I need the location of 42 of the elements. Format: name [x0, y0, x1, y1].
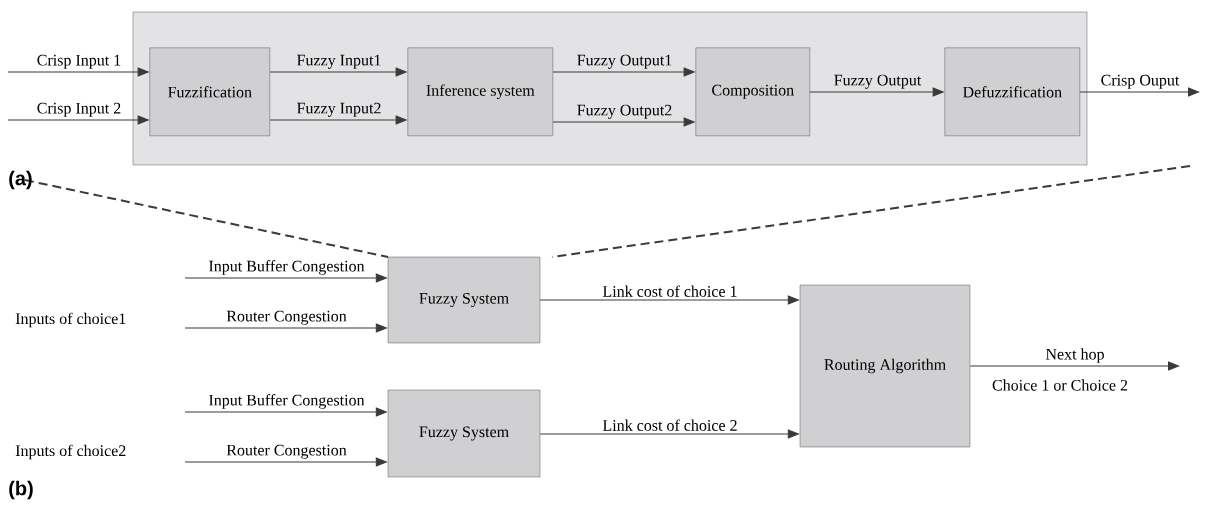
arrow: [269, 115, 407, 125]
note-text: Inputs of choice1: [15, 312, 126, 328]
arrow: [7, 67, 149, 77]
arrow: [7, 115, 149, 125]
process-box: Routing Algorithm: [799, 284, 971, 448]
arrow: [269, 67, 407, 77]
process-box: Fuzzy System: [387, 389, 541, 478]
edge-label: Router Congestion: [226, 310, 347, 325]
edge-label: Fuzzy Output1: [577, 54, 672, 69]
arrow: [969, 361, 1180, 371]
note-text: Inputs of choice2: [15, 444, 126, 460]
arrow: [184, 457, 387, 467]
arrow: [184, 273, 387, 283]
edge-label: Fuzzy Output2: [577, 104, 672, 119]
edge-label: Fuzzy Output: [834, 74, 922, 89]
arrow: [539, 429, 799, 439]
arrow: [184, 407, 387, 417]
edge-label: Crisp Input 1: [37, 54, 121, 69]
panel-label: (b): [9, 480, 33, 500]
edge-label: Next hop: [1045, 348, 1104, 363]
edge-label: Crisp Ouput: [1101, 74, 1180, 89]
process-box: Fuzzy System: [387, 256, 541, 344]
edge-label: Router Congestion: [226, 444, 347, 459]
edge-label: Crisp Input 2: [37, 102, 121, 117]
arrow: [1079, 87, 1200, 97]
edge-label: Link cost of choice 2: [602, 419, 737, 431]
edge-label: Fuzzy Input2: [297, 102, 381, 117]
panel-label: (a): [9, 170, 32, 190]
edge-label: Link cost of choice 1: [602, 285, 737, 297]
arrow: [552, 67, 695, 77]
process-box: Defuzzification: [944, 47, 1080, 136]
note-text: Choice 1 or Choice 2: [992, 379, 1128, 391]
arrow: [539, 295, 799, 305]
process-box: Composition: [695, 47, 810, 136]
process-box: Inference system: [407, 47, 553, 136]
process-box: Fuzzification: [149, 47, 270, 136]
arrow: [809, 87, 944, 97]
edge-label: Fuzzy Input1: [297, 54, 381, 69]
edge-label: Input Buffer Congestion: [209, 394, 365, 409]
arrow: [552, 117, 695, 127]
arrow: [184, 323, 387, 333]
edge-label: Input Buffer Congestion: [209, 260, 365, 275]
